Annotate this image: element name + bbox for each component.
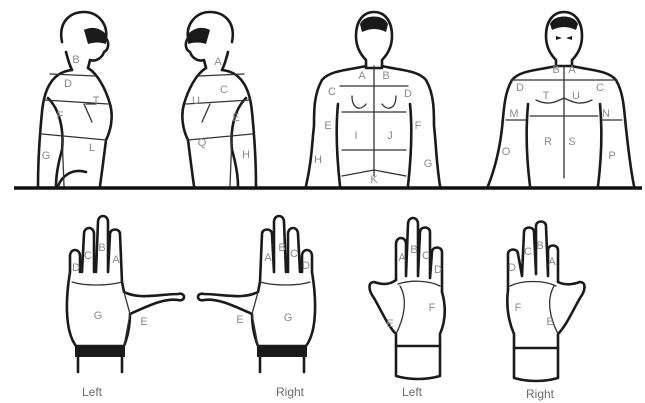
hand-caption-left: Left bbox=[82, 385, 103, 399]
hand-palm-right: D C B A F E Right bbox=[507, 222, 584, 402]
zone-label-e: E bbox=[236, 314, 243, 326]
zone-label-e: E bbox=[386, 318, 393, 330]
zone-label-g: G bbox=[94, 310, 103, 322]
zone-label-b: B bbox=[278, 242, 285, 254]
side-view-facing-right-figure: B D T F L G bbox=[38, 12, 112, 186]
zone-label-a: A bbox=[398, 252, 406, 264]
zone-label-o: O bbox=[502, 146, 511, 158]
zone-label-d: D bbox=[516, 82, 524, 94]
zone-label-a: A bbox=[358, 70, 366, 82]
zone-label-i: I bbox=[354, 130, 357, 142]
zone-label-b: B bbox=[382, 70, 389, 82]
zone-label-d: D bbox=[72, 262, 80, 274]
zone-label-a: A bbox=[548, 256, 556, 268]
zone-label-m: M bbox=[509, 108, 518, 120]
zone-label-c: C bbox=[84, 250, 92, 262]
zone-label-e: E bbox=[324, 120, 331, 132]
zone-label-f: F bbox=[429, 302, 436, 314]
front-view-figure: B A D T U C M N O R S P bbox=[488, 12, 634, 186]
zone-label-h: H bbox=[314, 154, 322, 166]
zone-label-g: G bbox=[42, 150, 51, 162]
zone-label-c: C bbox=[220, 84, 228, 96]
zone-label-d: D bbox=[404, 88, 412, 100]
zone-label-c: C bbox=[596, 82, 604, 94]
zone-label-c: C bbox=[290, 248, 298, 260]
zone-label-d: D bbox=[64, 78, 72, 90]
hand-back-right: A B C D G E Right bbox=[198, 216, 315, 399]
zone-label-u: U bbox=[192, 95, 200, 107]
zone-label-b: B bbox=[410, 244, 417, 256]
zone-label-g: G bbox=[424, 158, 433, 170]
zone-label-t: T bbox=[543, 90, 550, 102]
zone-label-g: G bbox=[284, 312, 293, 324]
hand-palm-left: A B C D E F Left bbox=[370, 218, 445, 399]
side-view-facing-left-figure: A C U E Q H bbox=[182, 12, 256, 186]
zone-label-k: K bbox=[370, 174, 378, 186]
zone-label-r: R bbox=[544, 136, 552, 148]
zone-label-s: S bbox=[568, 136, 575, 148]
zone-label-u: U bbox=[572, 90, 580, 102]
zone-label-b: B bbox=[552, 64, 559, 76]
zone-label-a: A bbox=[112, 254, 120, 266]
hand-caption-right: Right bbox=[526, 387, 555, 401]
zone-label-n: N bbox=[602, 108, 610, 120]
hand-back-left: D C B A G E Left bbox=[67, 216, 184, 399]
zone-label-a: A bbox=[214, 56, 222, 68]
zone-label-e: E bbox=[140, 316, 147, 328]
zone-label-b: B bbox=[536, 240, 543, 252]
zone-label-f: F bbox=[57, 110, 64, 122]
zone-label-p: P bbox=[608, 150, 615, 162]
zone-label-c: C bbox=[328, 86, 336, 98]
zone-label-l: L bbox=[89, 142, 95, 154]
zone-label-f: F bbox=[415, 120, 422, 132]
hand-caption-left: Left bbox=[402, 385, 423, 399]
zone-label-d: D bbox=[508, 262, 516, 274]
zone-label-t: T bbox=[93, 95, 100, 107]
zone-label-b: B bbox=[98, 242, 105, 254]
zone-label-e: E bbox=[232, 112, 239, 124]
back-view-figure: A B C D E I J F H G K bbox=[306, 12, 440, 186]
zone-label-d: D bbox=[434, 264, 442, 276]
zone-label-h: H bbox=[242, 149, 250, 161]
zone-label-f: F bbox=[515, 302, 522, 314]
zone-label-a: A bbox=[264, 252, 272, 264]
hand-caption-right: Right bbox=[276, 385, 305, 399]
zone-label-j: J bbox=[387, 130, 393, 142]
zone-label-a: A bbox=[568, 64, 576, 76]
zone-label-b: B bbox=[72, 54, 79, 66]
zone-label-e: E bbox=[546, 316, 553, 328]
zone-label-q: Q bbox=[198, 137, 207, 149]
zone-label-c: C bbox=[524, 246, 532, 258]
zone-label-d: D bbox=[302, 260, 310, 272]
zone-label-c: C bbox=[422, 250, 430, 262]
